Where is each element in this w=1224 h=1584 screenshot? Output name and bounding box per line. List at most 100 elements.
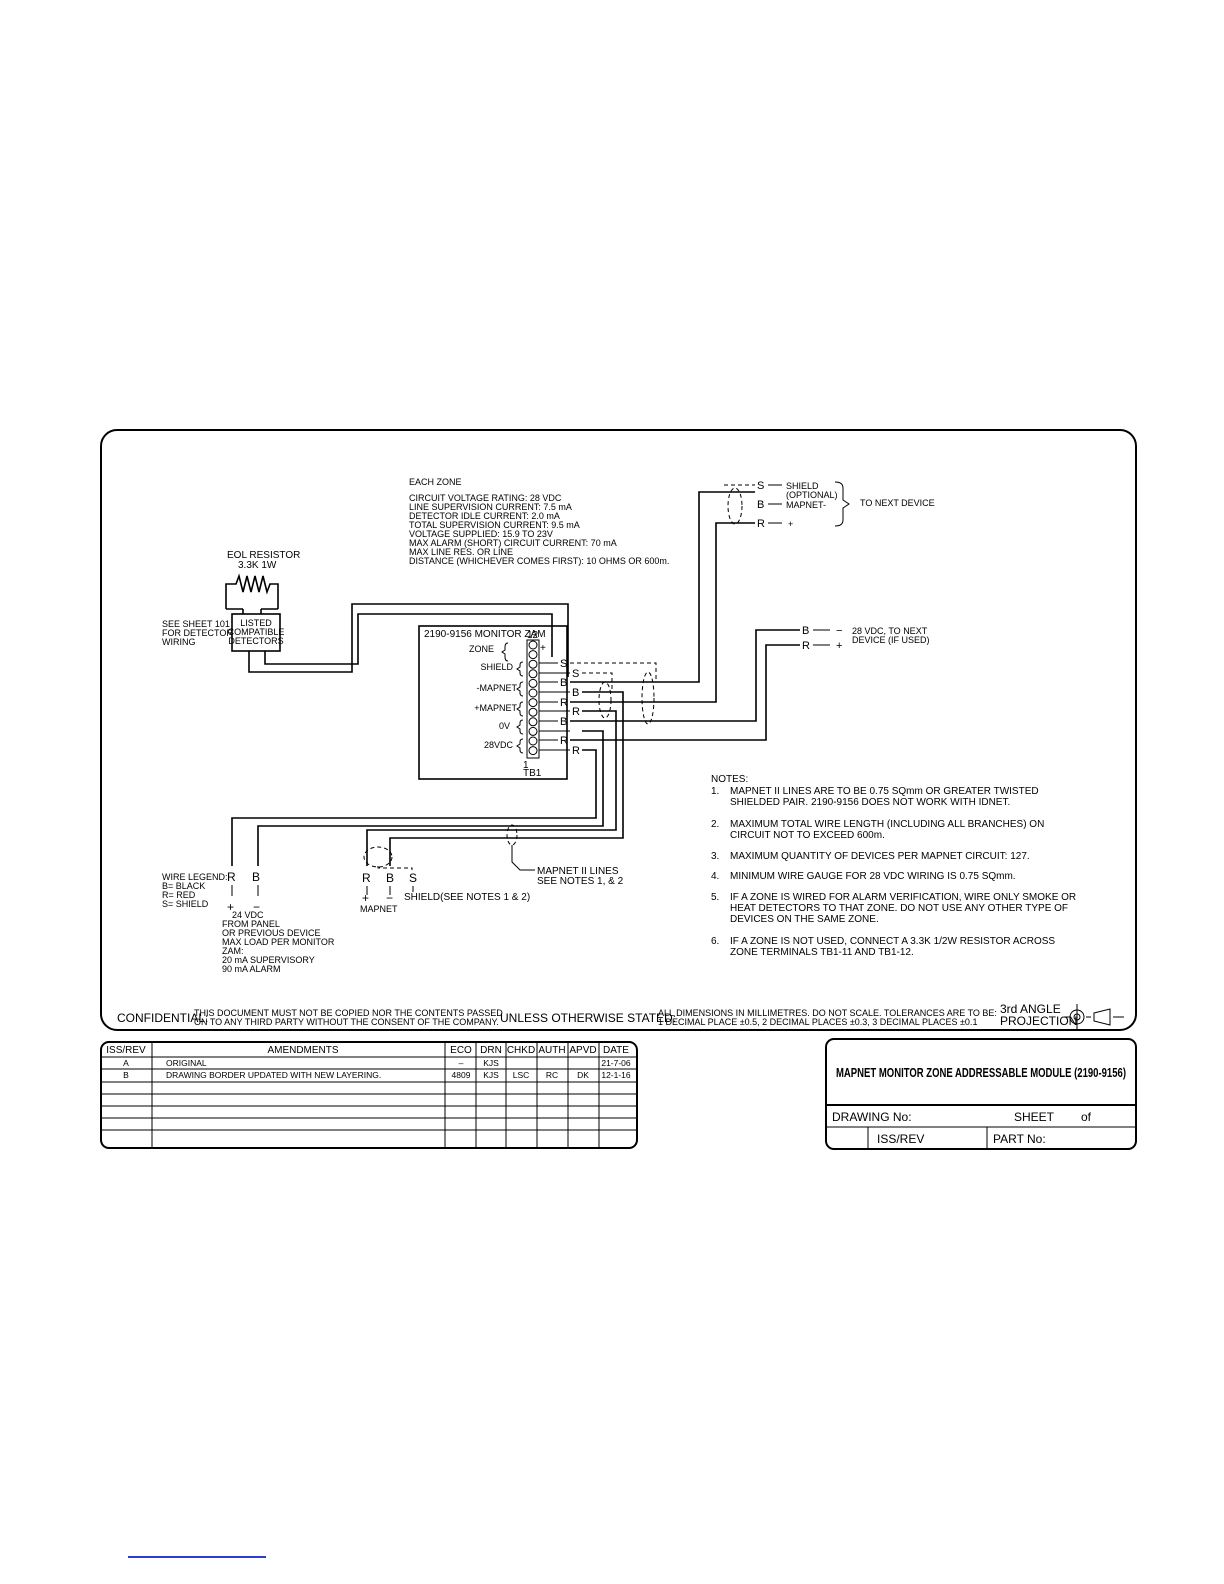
rev-header: AUTH [538, 1045, 565, 1056]
terminal-letter: B [560, 716, 567, 728]
to-next-device: TO NEXT DEVICE [860, 498, 935, 508]
svg-text:DETECTORS: DETECTORS [228, 636, 283, 646]
svg-text:S: S [409, 871, 417, 885]
svg-text:MAX LOAD PER MONITOR: MAX LOAD PER MONITOR [222, 937, 335, 947]
eol-title: EOL RESISTOR [227, 550, 300, 561]
terminal-screws [528, 640, 538, 756]
svg-text:B= BLACK: B= BLACK [162, 881, 205, 891]
terminal-strip [526, 639, 540, 759]
mapnet-minus-in [389, 691, 624, 866]
rev-cell: B [123, 1070, 129, 1080]
svg-text:PROJECTION: PROJECTION [1000, 1014, 1077, 1028]
group-shield: SHIELD [480, 662, 513, 672]
revisions-table: ISS/REV AMENDMENTS ECO DRN CHKD AUTH APV… [100, 1041, 638, 1149]
svg-text:LISTED: LISTED [240, 618, 272, 628]
terminal-letter: R [572, 706, 580, 718]
rev-cell: – [459, 1058, 464, 1068]
rev-cell: 12-1-16 [601, 1070, 631, 1080]
svg-text:5.: 5. [711, 892, 719, 903]
svg-text:+: + [362, 891, 369, 905]
frame-footer: CONFIDENTIAL: THIS DOCUMENT MUST NOT BE … [117, 1002, 1124, 1030]
terminal-screw [528, 726, 538, 736]
svg-text:90 mA ALARM: 90 mA ALARM [222, 964, 281, 974]
svg-text:−: − [253, 900, 260, 914]
svg-text:SEE NOTES 1, & 2: SEE NOTES 1, & 2 [537, 876, 624, 887]
terminal-letter: B [572, 687, 579, 699]
shield-text: SHIELD [786, 481, 819, 491]
zone-specifications: EACH ZONE CIRCUIT VOLTAGE RATING: 28 VDC… [409, 477, 669, 566]
svg-text:OR PREVIOUS DEVICE: OR PREVIOUS DEVICE [222, 928, 321, 938]
terminal-screw [528, 717, 538, 727]
iss-rev-label: ISS/REV [877, 1132, 924, 1146]
svg-text:R: R [227, 870, 236, 884]
svg-text:MAXIMUM QUANTITY OF DEVICES PE: MAXIMUM QUANTITY OF DEVICES PER MAPNET C… [730, 851, 1030, 862]
svg-text:+: + [836, 640, 842, 652]
terminal-screw [528, 736, 538, 746]
notes-block: NOTES: 1. MAPNET II LINES ARE TO BE 0.75… [711, 774, 1076, 958]
rev-cell: 4809 [452, 1070, 471, 1080]
eol-value: 3.3K 1W [238, 560, 277, 571]
zone-spec-line: LINE SUPERVISION CURRENT: 7.5 mA [409, 502, 572, 512]
terminal-letter: S [560, 658, 567, 670]
svg-text:FOR DETECTOR: FOR DETECTOR [162, 628, 233, 638]
rev-header: ISS/REV [106, 1045, 146, 1056]
svg-text:SHIELDED PAIR. 2190-9156 DOES: SHIELDED PAIR. 2190-9156 DOES NOT WORK W… [730, 797, 1010, 808]
svg-text:ZAM:: ZAM: [222, 946, 244, 956]
vdc-plus-out [570, 644, 800, 741]
footer-link-underline[interactable] [128, 1556, 266, 1558]
svg-text:1.: 1. [711, 786, 719, 797]
of-label: of [1081, 1110, 1092, 1124]
mapnet-input-block: R B S + − SHIELD(SEE NOTES 1 & 2) MAPNET [360, 871, 530, 914]
svg-text:FROM PANEL: FROM PANEL [222, 919, 280, 929]
terminal-screw [528, 659, 538, 669]
notes-heading: NOTES: [711, 774, 748, 785]
svg-text:HEAT DETECTORS TO THAT ZONE. D: HEAT DETECTORS TO THAT ZONE. DO NOT USE … [730, 903, 1068, 914]
next-s-label: S [757, 480, 764, 492]
next-device-block: S B R SHIELD (OPTIONAL) MAPNET- + TO NEX… [757, 480, 935, 530]
detector-box [231, 613, 281, 652]
shield-wire-in [582, 672, 613, 690]
zone-spec-line: DISTANCE (WHICHEVER COMES FIRST): 10 OHM… [409, 556, 669, 566]
svg-text:MAXIMUM TOTAL WIRE LENGTH (INC: MAXIMUM TOTAL WIRE LENGTH (INCLUDING ALL… [730, 819, 1044, 830]
svg-text:MINIMUM WIRE GAUGE FOR 28 VDC: MINIMUM WIRE GAUGE FOR 28 VDC WIRING IS … [730, 871, 1016, 882]
group-zone: ZONE [469, 644, 494, 654]
wire-legend-title: WIRE LEGEND: [162, 872, 228, 882]
monitor-zam-module: 2190-9156 MONITOR ZAM 12 + 1 TB1 ZONE SH… [418, 625, 568, 780]
terminal-letter: R [572, 745, 580, 757]
optional-text: (OPTIONAL) [786, 490, 838, 500]
svg-text:3.: 3. [711, 851, 719, 862]
terminal-screw [528, 640, 538, 650]
svg-text:IF A ZONE IS NOT USED, CONNECT: IF A ZONE IS NOT USED, CONNECT A 3.3K 1/… [730, 936, 1055, 947]
svg-text:COMPATIBLE: COMPATIBLE [228, 627, 285, 637]
plus-text: + [788, 519, 793, 529]
mapnet-plus-out [570, 522, 755, 703]
rev-header: DRN [480, 1045, 502, 1056]
zone-spec-heading: EACH ZONE [409, 477, 462, 487]
terminal-letters: S S B R B R B R R [560, 658, 580, 757]
svg-text:24 VDC: 24 VDC [232, 910, 264, 920]
rev-cell: DK [577, 1070, 589, 1080]
svg-text:MAPNET II LINES ARE TO BE 0.75: MAPNET II LINES ARE TO BE 0.75 SQmm OR G… [730, 786, 1039, 797]
see-sheet-note: SEE SHEET 101 [162, 619, 230, 629]
vdc-minus-in [257, 730, 604, 866]
module-box [418, 625, 568, 780]
svg-text:DEVICES ON THE SAME ZONE.: DEVICES ON THE SAME ZONE. [730, 914, 879, 925]
zone-spec-line: MAX LINE RES. OR LINE [409, 547, 513, 557]
svg-text:S= SHIELD: S= SHIELD [162, 899, 209, 909]
svg-text:B: B [802, 625, 809, 637]
brace [834, 481, 850, 527]
rev-cell: KJS [483, 1058, 499, 1068]
zone-spec-line: TOTAL SUPERVISION CURRENT: 9.5 mA [409, 520, 580, 530]
rev-header: CHKD [507, 1045, 535, 1056]
terminal-screw [528, 688, 538, 698]
svg-text:ZONE TERMINALS TB1-11 AND TB1-: ZONE TERMINALS TB1-11 AND TB1-12. [730, 947, 914, 958]
rev-cell: ORIGINAL [166, 1058, 207, 1068]
svg-text:B: B [252, 870, 260, 884]
svg-text:1 DECIMAL PLACE ±0.5, 2 DECIMA: 1 DECIMAL PLACE ±0.5, 2 DECIMAL PLACES ±… [658, 1017, 977, 1027]
rev-cell: A [123, 1058, 129, 1068]
rev-cell: RC [546, 1070, 558, 1080]
terminal-letter: S [572, 668, 579, 680]
group-0v: 0V [499, 721, 510, 731]
zone-wire-outer [248, 603, 569, 677]
terminal-screw [528, 650, 538, 660]
